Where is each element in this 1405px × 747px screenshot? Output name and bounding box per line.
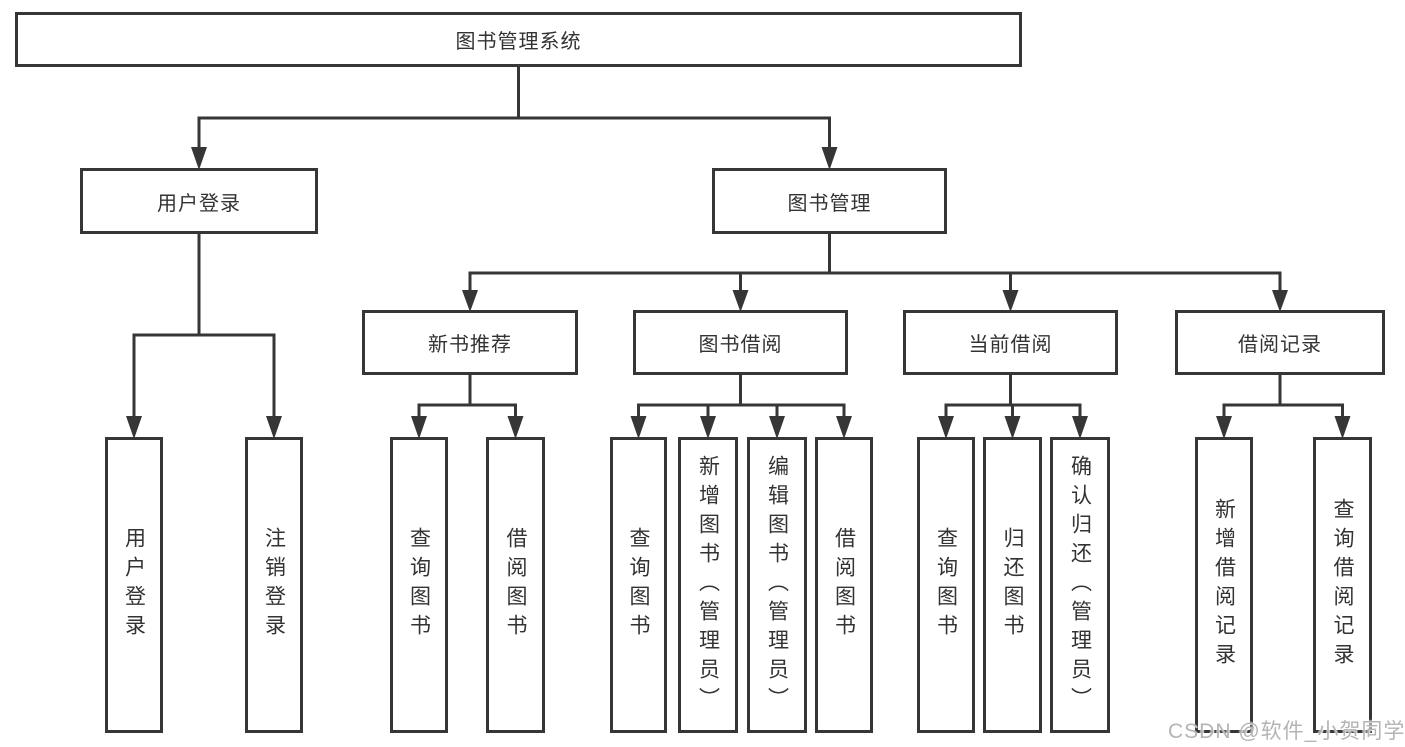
leaf-borrow-book-label: 借阅图书: [832, 527, 856, 643]
leaf-return-book-label: 归还图书: [1001, 527, 1024, 643]
leaf-logout-label: 注销登录: [262, 527, 286, 643]
node-current-borrow-label: 当前借阅: [968, 334, 1053, 356]
leaf-confirm-return-admin: 确认归还（管理员）: [1050, 437, 1110, 733]
leaf-current-query-book: 查询图书: [917, 437, 975, 733]
node-book-management-label: 图书管理: [787, 192, 872, 215]
leaf-add-book-admin: 新增图书（管理员）: [678, 437, 738, 733]
leaf-recommend-borrow-book: 借阅图书: [486, 437, 545, 733]
leaf-recommend-query-book-label: 查询图书: [407, 527, 431, 643]
node-book-borrow: 图书借阅: [633, 310, 848, 375]
leaf-borrow-query-book: 查询图书: [610, 437, 667, 733]
node-borrow-record-label: 借阅记录: [1238, 334, 1322, 356]
node-user-login-label: 用户登录: [157, 192, 241, 215]
leaf-query-borrow-record-label: 查询借阅记录: [1331, 498, 1354, 672]
leaf-borrow-query-book-label: 查询图书: [627, 527, 650, 643]
node-new-book-recommend: 新书推荐: [362, 310, 578, 375]
node-root: 图书管理系统: [15, 12, 1022, 67]
leaf-add-borrow-record: 新增借阅记录: [1195, 437, 1253, 733]
node-book-borrow-label: 图书借阅: [698, 334, 783, 356]
leaf-return-book: 归还图书: [983, 437, 1042, 733]
node-root-label: 图书管理系统: [455, 31, 582, 53]
node-new-book-recommend-label: 新书推荐: [428, 334, 512, 356]
arrowheads: [126, 147, 1351, 439]
leaf-edit-book-admin: 编辑图书（管理员）: [747, 437, 807, 733]
leaf-edit-book-admin-label: 编辑图书（管理员）: [765, 454, 789, 716]
leaf-current-query-book-label: 查询图书: [934, 527, 958, 643]
node-book-management: 图书管理: [712, 168, 947, 234]
leaf-borrow-book: 借阅图书: [815, 437, 873, 733]
leaf-recommend-query-book: 查询图书: [390, 437, 448, 733]
leaf-logout: 注销登录: [245, 437, 303, 733]
node-user-login: 用户登录: [80, 168, 318, 234]
leaf-query-borrow-record: 查询借阅记录: [1313, 437, 1372, 733]
leaf-add-borrow-record-label: 新增借阅记录: [1212, 498, 1236, 672]
leaf-user-login-label: 用户登录: [122, 527, 146, 643]
node-borrow-record: 借阅记录: [1175, 310, 1385, 375]
leaf-confirm-return-admin-label: 确认归还（管理员）: [1068, 454, 1092, 716]
leaf-recommend-borrow-book-label: 借阅图书: [504, 527, 527, 643]
node-current-borrow: 当前借阅: [903, 310, 1118, 375]
csdn-watermark: CSDN @软件_小贺同学: [1168, 720, 1405, 743]
leaf-user-login: 用户登录: [105, 437, 163, 733]
leaf-add-book-admin-label: 新增图书（管理员）: [696, 454, 720, 716]
